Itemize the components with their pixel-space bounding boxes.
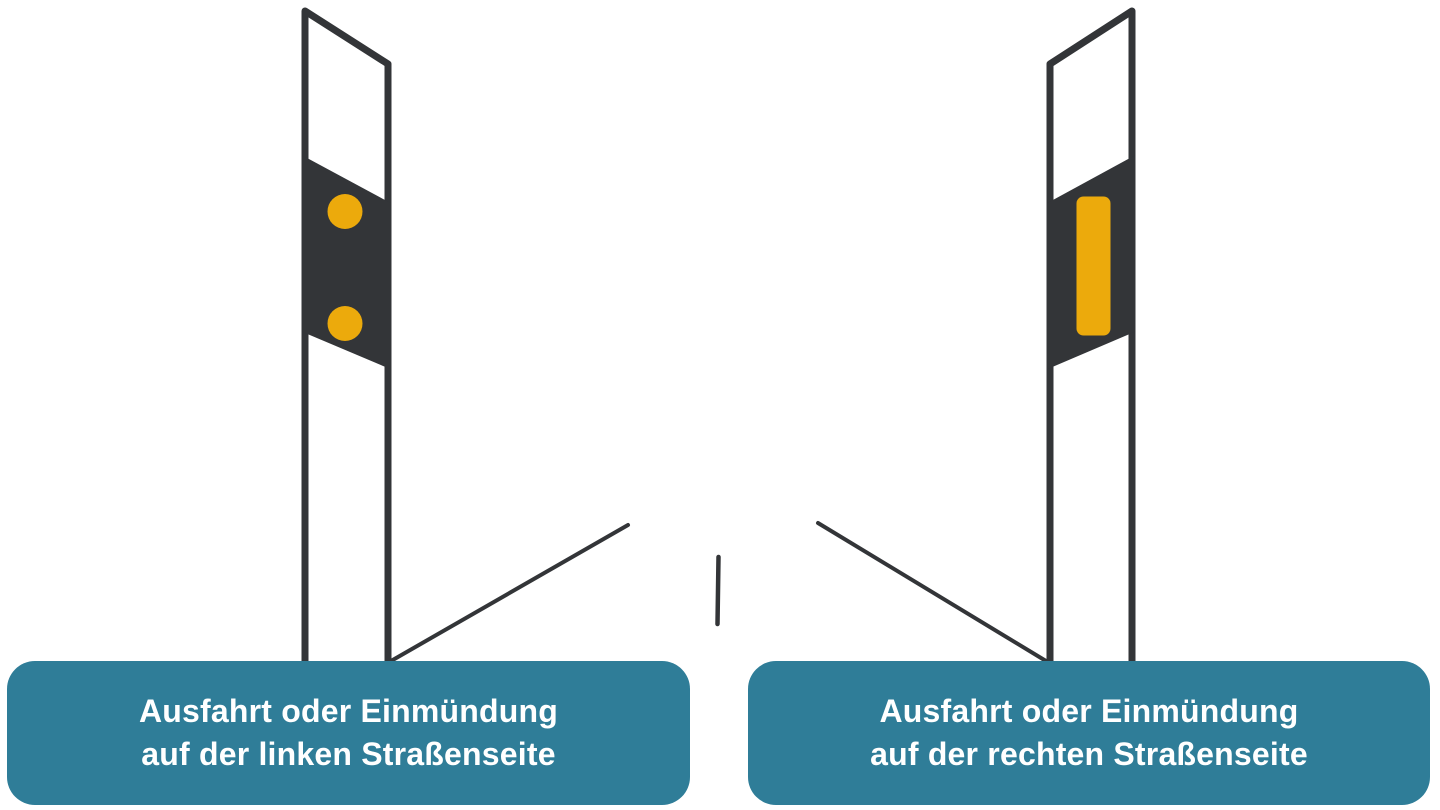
left-post-dark-band	[301, 155, 392, 370]
road-center-dash	[715, 554, 721, 627]
caption-left: Ausfahrt oder Einmündung auf der linken …	[7, 661, 690, 805]
caption-right-line1: Ausfahrt oder Einmündung	[879, 693, 1299, 729]
caption-right-line2: auf der rechten Straßenseite	[870, 736, 1308, 772]
road-edge-line-right	[816, 521, 1048, 663]
caption-right: Ausfahrt oder Einmündung auf der rechten…	[748, 661, 1430, 805]
caption-left-line1: Ausfahrt oder Einmündung	[138, 693, 558, 729]
left-delineator-post	[301, 7, 392, 666]
two-amber-dots-marker	[327, 306, 363, 341]
two-amber-dots-marker	[327, 194, 363, 229]
right-delineator-post	[1046, 7, 1136, 666]
amber-vertical-bar-marker	[1076, 196, 1111, 336]
caption-left-line2: auf der linken Straßenseite	[141, 736, 556, 772]
road-edge-line-left	[389, 523, 630, 663]
